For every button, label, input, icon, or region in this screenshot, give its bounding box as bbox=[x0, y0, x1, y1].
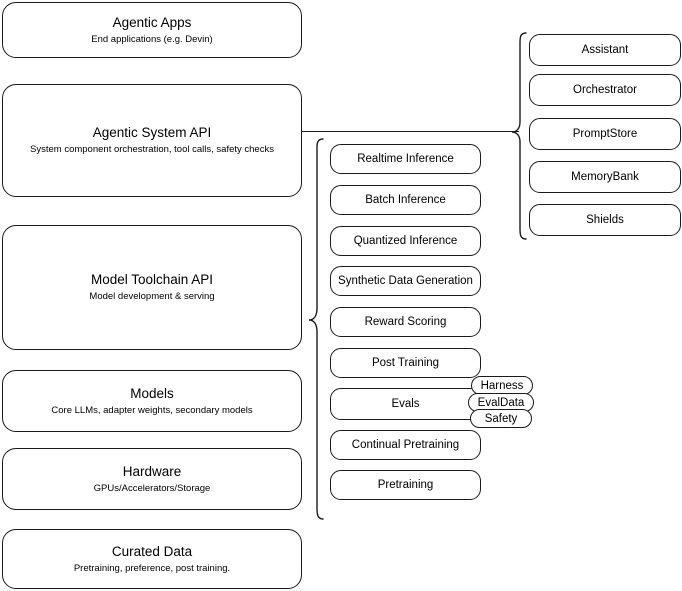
layer-title: Hardware bbox=[122, 463, 182, 479]
layer-subtitle: GPUs/Accelerators/Storage bbox=[93, 482, 211, 494]
toolchain-chip-reward-scoring[interactable]: Reward Scoring bbox=[330, 307, 481, 337]
toolchain-chip-synthetic-data-generation[interactable]: Synthetic Data Generation bbox=[330, 266, 481, 296]
toolchain-chip-post-training[interactable]: Post Training bbox=[330, 348, 481, 378]
layer-title: Agentic System API bbox=[92, 125, 212, 140]
layer-title: Agentic Apps bbox=[112, 14, 192, 30]
toolchain-chip-evals[interactable]: Evals bbox=[330, 388, 481, 420]
layer-title: Curated Data bbox=[111, 543, 193, 559]
chip-label: Shields bbox=[586, 213, 624, 226]
chip-label: PromptStore bbox=[572, 127, 638, 140]
chip-label: Continual Pretraining bbox=[351, 438, 460, 451]
system-chip-orchestrator[interactable]: Orchestrator bbox=[529, 74, 681, 106]
toolchain-chip-pretraining[interactable]: Pretraining bbox=[330, 470, 481, 500]
system-chip-promptstore[interactable]: PromptStore bbox=[529, 118, 681, 150]
chip-label: Reward Scoring bbox=[364, 315, 447, 328]
system-chip-assistant[interactable]: Assistant bbox=[529, 34, 681, 66]
toolchain-group-brace bbox=[308, 138, 324, 520]
toolchain-chip-realtime-inference[interactable]: Realtime Inference bbox=[330, 144, 481, 174]
layer-box-models[interactable]: Models Core LLMs, adapter weights, secon… bbox=[2, 370, 302, 432]
eval-badge-safety[interactable]: Safety bbox=[470, 409, 532, 428]
chip-label: Realtime Inference bbox=[357, 152, 454, 165]
layer-title: Models bbox=[130, 385, 174, 401]
toolchain-chip-batch-inference[interactable]: Batch Inference bbox=[330, 185, 481, 215]
layer-box-model-toolchain-api[interactable]: Model Toolchain API Model development & … bbox=[2, 225, 302, 350]
system-components-group-brace bbox=[511, 32, 527, 240]
eval-badge-evaldata[interactable]: EvalData bbox=[468, 393, 534, 412]
badge-label: Harness bbox=[480, 379, 524, 392]
chip-label: MemoryBank bbox=[571, 170, 639, 183]
layer-subtitle: Pretraining, preference, post training. bbox=[73, 562, 231, 574]
layer-box-agentic-apps[interactable]: Agentic Apps End applications (e.g. Devi… bbox=[2, 2, 302, 58]
chip-label: Post Training bbox=[371, 356, 440, 369]
layer-box-agentic-system-api[interactable]: Agentic System API System component orch… bbox=[2, 84, 302, 197]
system-chip-memorybank[interactable]: MemoryBank bbox=[529, 161, 681, 193]
layer-subtitle: Model development & serving bbox=[89, 291, 215, 302]
chip-label: Quantized Inference bbox=[353, 234, 458, 247]
toolchain-chip-continual-pretraining[interactable]: Continual Pretraining bbox=[330, 430, 481, 460]
system-chip-shields[interactable]: Shields bbox=[529, 204, 681, 236]
chip-label: Synthetic Data Generation bbox=[338, 274, 473, 287]
chip-label: Orchestrator bbox=[573, 83, 637, 96]
layer-box-curated-data[interactable]: Curated Data Pretraining, preference, po… bbox=[2, 529, 302, 589]
badge-label: EvalData bbox=[477, 396, 525, 409]
chip-label: Batch Inference bbox=[365, 193, 446, 206]
layer-subtitle: End applications (e.g. Devin) bbox=[91, 33, 213, 45]
layer-title: Model Toolchain API bbox=[90, 272, 214, 287]
chip-label: Assistant bbox=[581, 43, 629, 56]
chip-label: Pretraining bbox=[377, 478, 434, 491]
chip-label: Evals bbox=[391, 397, 420, 410]
layer-subtitle: Core LLMs, adapter weights, secondary mo… bbox=[51, 404, 253, 416]
badge-label: Safety bbox=[484, 412, 518, 425]
toolchain-chip-quantized-inference[interactable]: Quantized Inference bbox=[330, 226, 481, 256]
layer-box-hardware[interactable]: Hardware GPUs/Accelerators/Storage bbox=[2, 448, 302, 510]
layer-subtitle: System component orchestration, tool cal… bbox=[30, 144, 274, 155]
connector-line-system-api bbox=[302, 131, 519, 133]
